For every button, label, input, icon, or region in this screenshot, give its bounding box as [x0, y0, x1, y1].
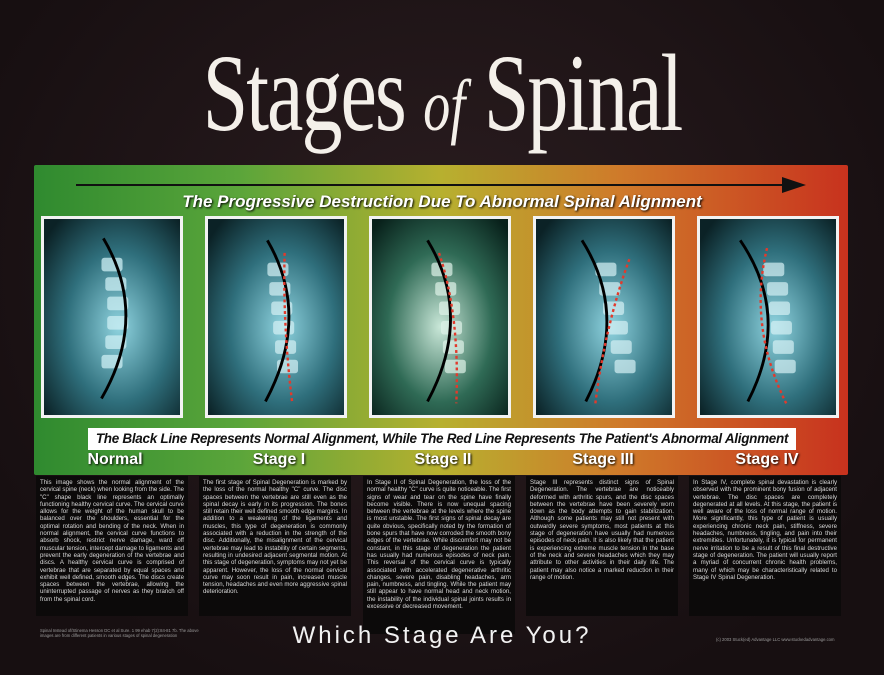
stage-description-4: In Stage IV, complete spinal devastation… [689, 476, 841, 616]
normal-curve-line [100, 237, 128, 400]
normal-curve-line [580, 239, 609, 403]
xray-stage-1 [205, 216, 347, 418]
abnormal-curve-line [594, 257, 631, 404]
stage-label-2: Stage II [414, 451, 472, 468]
stage-label-normal: Normal [87, 451, 143, 468]
stage-description-3: Stage III represents distinct signs of S… [526, 476, 678, 616]
copyright-notice: (c) 2003 Stuck(ed) Advantage LLC www.stu… [716, 637, 835, 642]
xray-row [41, 216, 841, 418]
xray-stage-2 [369, 216, 511, 418]
alignment-legend: The Black Line Represents Normal Alignme… [88, 428, 796, 450]
stage-description-2: In Stage II of Spinal Degeneration, the … [363, 476, 515, 634]
source-citation: Spinal Instead of/Stinema Hesson DC et a… [40, 628, 199, 638]
abnormal-curve-line [437, 252, 459, 404]
stage-description-normal: This image shows the normal alignment of… [36, 476, 188, 616]
normal-curve-line [426, 239, 452, 403]
poster-subtitle: The Progressive Destruction Due To Abnor… [182, 192, 702, 211]
arrow-right-icon [782, 177, 806, 193]
stage-label-3: Stage III [572, 451, 634, 468]
normal-curve-line [264, 239, 291, 403]
stage-label-1: Stage I [252, 451, 306, 468]
abnormal-curve-line [759, 247, 788, 404]
closing-question: Which Stage Are You? [292, 622, 592, 649]
title-part1: Stages [202, 31, 407, 155]
stage-description-1: The first stage of Spinal Degeneration i… [199, 476, 351, 616]
xray-stage-3 [533, 216, 675, 418]
xray-stage-4 [697, 216, 839, 418]
title-of: of [423, 65, 466, 146]
progression-arrow-line [76, 184, 792, 186]
xray-normal [41, 216, 183, 418]
stage-label-4: Stage IV [735, 451, 799, 468]
normal-curve-line [739, 239, 770, 403]
